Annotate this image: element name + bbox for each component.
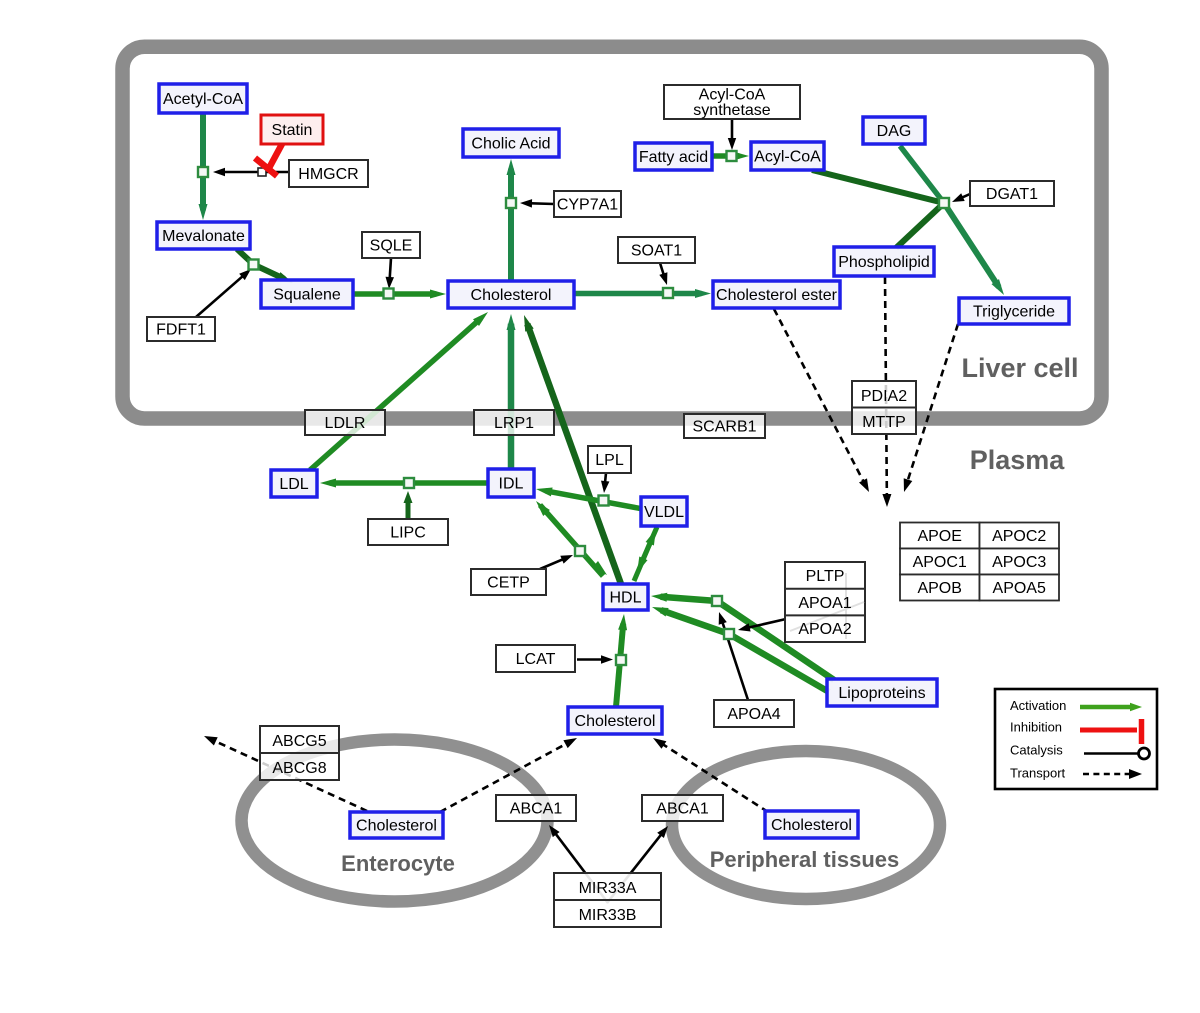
svg-text:SCARB1: SCARB1	[692, 419, 756, 436]
svg-text:synthetase: synthetase	[693, 102, 770, 119]
svg-text:CYP7A1: CYP7A1	[557, 197, 618, 214]
svg-text:CETP: CETP	[487, 575, 530, 592]
svg-text:Peripheral tissues: Peripheral tissues	[710, 847, 900, 872]
svg-text:APOC1: APOC1	[913, 554, 967, 571]
svg-text:APOA4: APOA4	[727, 706, 780, 723]
svg-text:Cholesterol ester: Cholesterol ester	[716, 287, 838, 304]
svg-text:LPL: LPL	[595, 452, 624, 469]
svg-text:SQLE: SQLE	[370, 238, 413, 255]
svg-text:SOAT1: SOAT1	[631, 243, 682, 260]
svg-text:IDL: IDL	[499, 476, 524, 493]
svg-text:Liver cell: Liver cell	[961, 353, 1078, 383]
svg-text:LIPC: LIPC	[390, 525, 426, 542]
svg-text:Phospholipid: Phospholipid	[838, 254, 930, 271]
svg-text:ABCA1: ABCA1	[510, 801, 563, 818]
svg-text:HDL: HDL	[609, 590, 641, 607]
svg-text:Acetyl-CoA: Acetyl-CoA	[163, 91, 243, 108]
svg-text:LCAT: LCAT	[516, 651, 556, 668]
svg-text:ABCG5: ABCG5	[272, 733, 326, 750]
svg-text:Cholesterol: Cholesterol	[575, 713, 656, 730]
svg-text:LDL: LDL	[279, 476, 308, 493]
svg-text:APOA1: APOA1	[798, 595, 851, 612]
svg-text:Plasma: Plasma	[970, 445, 1066, 475]
svg-text:Enterocyte: Enterocyte	[341, 851, 455, 876]
svg-text:Triglyceride: Triglyceride	[973, 304, 1055, 321]
svg-text:PLTP: PLTP	[806, 568, 845, 585]
svg-text:Acyl-CoA: Acyl-CoA	[699, 87, 766, 104]
svg-text:LDLR: LDLR	[325, 415, 366, 432]
svg-text:Lipoproteins: Lipoproteins	[838, 685, 925, 702]
svg-text:Cholesterol: Cholesterol	[356, 818, 437, 835]
svg-text:Activation: Activation	[1010, 698, 1066, 713]
svg-text:MIR33A: MIR33A	[579, 880, 637, 897]
svg-text:ABCA1: ABCA1	[656, 801, 709, 818]
svg-text:Cholesterol: Cholesterol	[771, 817, 852, 834]
svg-text:APOA5: APOA5	[993, 580, 1046, 597]
svg-text:Transport: Transport	[1010, 766, 1066, 781]
svg-text:Cholesterol: Cholesterol	[471, 287, 552, 304]
svg-text:Mevalonate: Mevalonate	[162, 228, 245, 245]
svg-text:ABCG8: ABCG8	[272, 760, 326, 777]
svg-text:Cholic Acid: Cholic Acid	[471, 136, 550, 153]
svg-text:PDIA2: PDIA2	[861, 388, 907, 405]
svg-text:Statin: Statin	[272, 122, 313, 139]
svg-text:Fatty acid: Fatty acid	[639, 149, 708, 166]
svg-text:Inhibition: Inhibition	[1010, 720, 1062, 735]
svg-text:FDFT1: FDFT1	[156, 322, 206, 339]
svg-text:DGAT1: DGAT1	[986, 186, 1038, 203]
svg-text:MIR33B: MIR33B	[579, 907, 637, 924]
svg-text:LRP1: LRP1	[494, 415, 534, 432]
svg-text:Squalene: Squalene	[273, 287, 341, 304]
svg-text:APOC2: APOC2	[992, 528, 1046, 545]
svg-text:APOA2: APOA2	[798, 621, 851, 638]
svg-text:Catalysis: Catalysis	[1010, 743, 1063, 758]
svg-text:Acyl-CoA: Acyl-CoA	[754, 149, 821, 166]
svg-text:APOB: APOB	[917, 580, 961, 597]
svg-text:APOE: APOE	[917, 528, 961, 545]
svg-text:VLDL: VLDL	[644, 504, 684, 521]
svg-text:MTTP: MTTP	[862, 414, 906, 431]
svg-text:APOC3: APOC3	[992, 554, 1046, 571]
svg-text:DAG: DAG	[877, 123, 912, 140]
svg-text:HMGCR: HMGCR	[298, 166, 358, 183]
